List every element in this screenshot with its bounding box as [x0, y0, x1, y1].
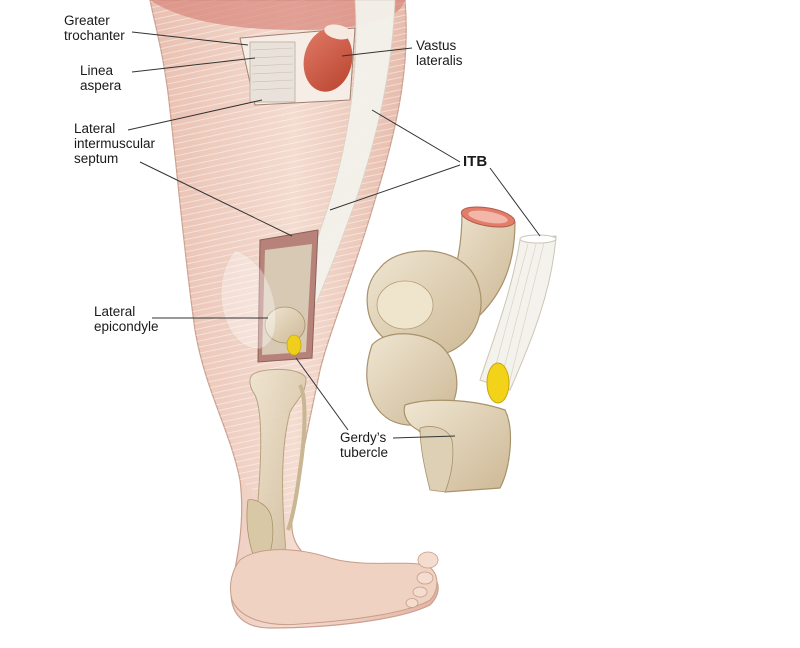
- gerdys-tubercle-highlight: [486, 362, 510, 404]
- label-itb: ITB: [463, 153, 488, 170]
- label-lateral-intermuscular-septum: Lateral intermuscular septum: [74, 121, 156, 166]
- label-vastus-lateralis: Vastus lateralis: [416, 38, 463, 68]
- label-greater-trochanter: Greater trochanter: [64, 13, 125, 43]
- label-linea-aspera: Linea aspera: [80, 63, 122, 93]
- knee-cutaway: [257, 229, 319, 363]
- leader-lines: [127, 31, 541, 439]
- vastus-lateralis-muscle: [303, 28, 353, 92]
- label-gerdys-tubercle: Gerdy’s tubercle: [340, 430, 389, 460]
- upper-cutaway: [239, 24, 356, 106]
- gerdys-tubercle-small: [286, 334, 302, 356]
- femur-ghost: [220, 249, 277, 349]
- knee-detail: [366, 206, 557, 493]
- foot: [229, 549, 439, 626]
- label-lateral-epicondyle: Lateral epicondyle: [94, 304, 159, 334]
